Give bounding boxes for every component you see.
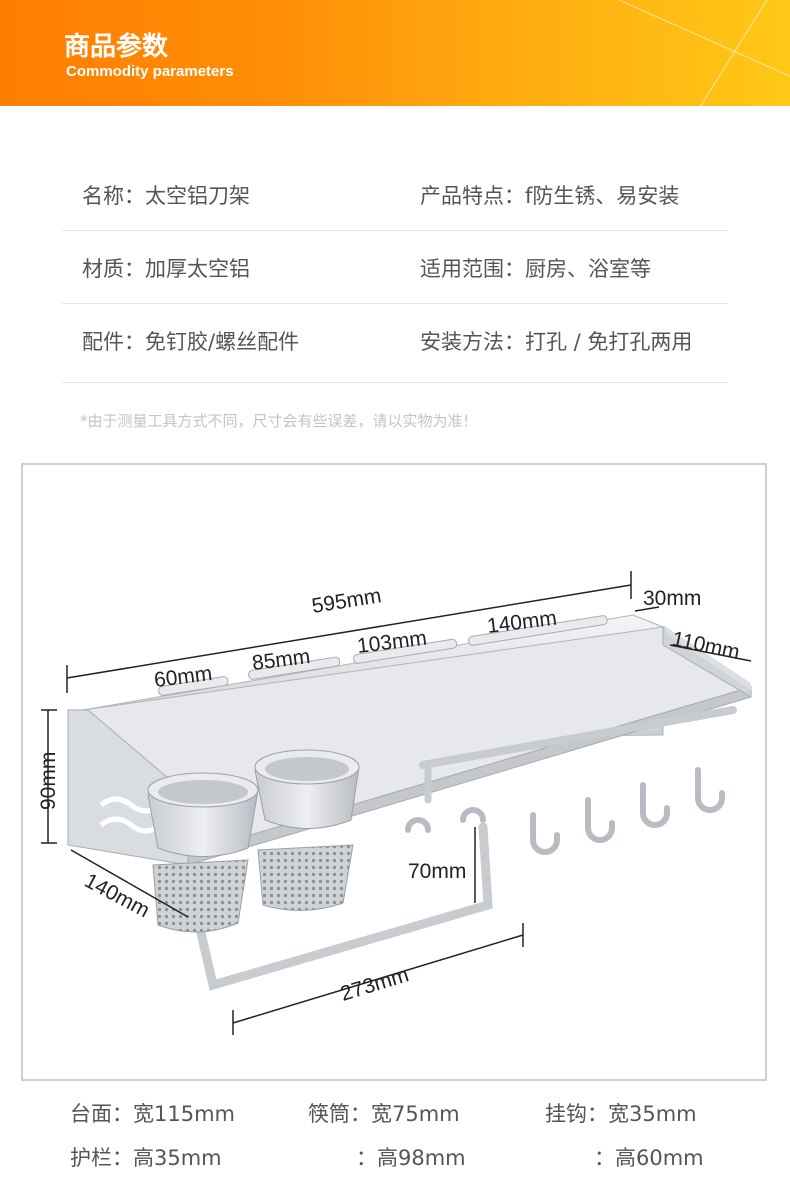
footer-countertop-width: 台面：宽115mm <box>70 1102 235 1126</box>
footer-hook-width: 挂钩：宽35mm <box>545 1102 697 1126</box>
footer-rail-height: 护栏：高35mm <box>70 1146 222 1170</box>
storage-cups <box>147 749 360 857</box>
spec-features: 产品特点：f防生锈、易安装 <box>420 184 680 208</box>
rack-illustration: 595mm 30mm 110mm 60mm 85mm 103mm 140mm 9… <box>37 571 753 1035</box>
spec-row: 名称：太空铝刀架 产品特点：f防生锈、易安装 <box>62 158 728 231</box>
page-subtitle: Commodity parameters <box>66 63 234 80</box>
banner-decoration-line <box>700 0 786 106</box>
measurement-note: *由于测量工具方式不同，尺寸会有些误差，请以实物为准！ <box>80 412 478 430</box>
spec-installation: 安装方法：打孔 / 免打孔两用 <box>420 330 693 354</box>
rack-towel-bar <box>193 822 493 991</box>
spec-material: 材质：加厚太空铝 <box>82 257 250 281</box>
spec-usage: 适用范围：厨房、浴室等 <box>420 257 651 281</box>
spec-table: 名称：太空铝刀架 产品特点：f防生锈、易安装 材质：加厚太空铝 适用范围：厨房、… <box>62 158 728 383</box>
knife-slots <box>158 615 608 696</box>
spec-row: 配件：免钉胶/螺丝配件 安装方法：打孔 / 免打孔两用 <box>62 304 728 383</box>
spec-name: 名称：太空铝刀架 <box>82 184 250 208</box>
footer-basket-height: ：高98mm <box>356 1146 466 1170</box>
product-diagram: 595mm 30mm 110mm 60mm 85mm 103mm 140mm 9… <box>21 463 767 1081</box>
page-title: 商品参数 <box>64 32 169 62</box>
rack-guard-rail <box>419 706 737 804</box>
footer-hook-height: ：高60mm <box>594 1146 704 1170</box>
dimension-lines <box>41 571 752 1035</box>
rack-right-panel <box>662 625 752 698</box>
dim-total-width: 595mm <box>310 584 383 618</box>
banner-decoration-line <box>619 0 790 106</box>
dim-bar-length: 273mm <box>338 963 412 1005</box>
rack-hooks <box>405 767 725 855</box>
dim-bar-drop: 70mm <box>408 860 466 883</box>
footer-basket-width: 筷筒：宽75mm <box>308 1102 460 1126</box>
dim-height: 90mm <box>37 752 60 810</box>
chopstick-baskets <box>152 844 354 933</box>
dim-thickness: 30mm <box>643 587 701 610</box>
spec-accessories: 配件：免钉胶/螺丝配件 <box>82 330 300 354</box>
spec-row: 材质：加厚太空铝 适用范围：厨房、浴室等 <box>62 231 728 304</box>
header-banner: 商品参数 Commodity parameters <box>0 0 790 106</box>
